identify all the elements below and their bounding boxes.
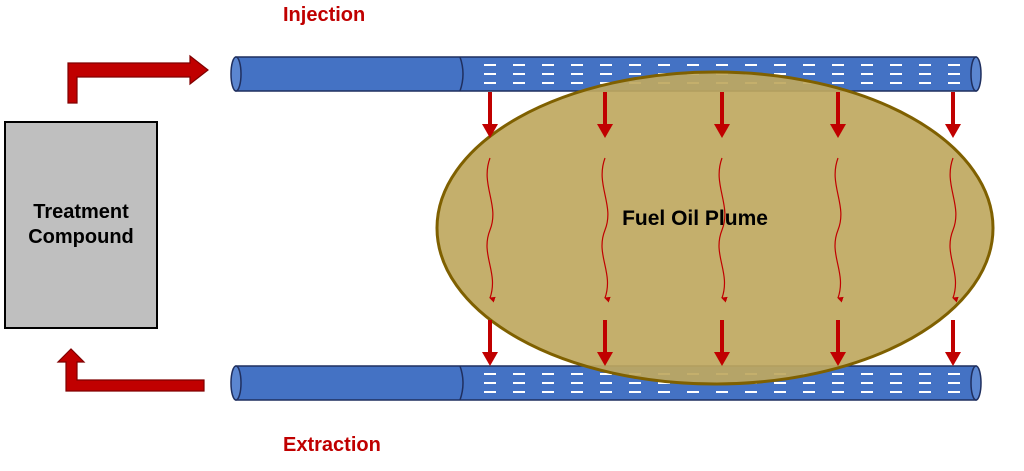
extraction-flow-arrow (56, 348, 205, 392)
injection-arrow-head (597, 124, 613, 138)
fuel-oil-plume (435, 70, 995, 386)
extraction-arrow (597, 320, 613, 366)
treatment-compound-label: Treatment Compound (28, 200, 134, 250)
migration-path (949, 157, 959, 303)
extraction-arrow (830, 320, 846, 366)
injection-arrow-head (945, 124, 961, 138)
extraction-arrow-head (597, 352, 613, 366)
migration-path (834, 157, 844, 303)
extraction-arrow-head (714, 352, 730, 366)
extraction-arrow (714, 320, 730, 366)
extraction-label: Extraction (283, 434, 381, 456)
treatment-label-line1: Treatment (33, 201, 129, 223)
extraction-arrow (945, 320, 961, 366)
extraction-pipe-left-end (230, 365, 242, 401)
extraction-arrow-head (482, 352, 498, 366)
arrows-layer (482, 92, 961, 366)
extraction-arrow (482, 320, 498, 366)
treatment-label-line2: Compound (28, 226, 134, 248)
treatment-compound-box: Treatment Compound (4, 121, 158, 329)
injection-pipe-right-end (970, 56, 982, 92)
extraction-arrow-head (830, 352, 846, 366)
extraction-arrow-head (945, 352, 961, 366)
flow-connectors (56, 54, 209, 392)
pipes-layer (230, 56, 982, 401)
plume-label: Fuel Oil Plume (622, 207, 768, 230)
injection-flow-arrow (67, 54, 209, 104)
injection-arrow (597, 92, 613, 138)
injection-arrow (714, 92, 730, 138)
migration-path (718, 157, 728, 303)
injection-arrow (945, 92, 961, 138)
migration-path (486, 157, 496, 303)
migration-path (601, 157, 611, 303)
injection-label: Injection (283, 4, 366, 26)
injection-arrow (482, 92, 498, 138)
injection-arrow-head (714, 124, 730, 138)
extraction-pipe-screen-joint (459, 365, 464, 401)
injection-pipe-left-end (230, 56, 242, 92)
injection-pipe-screen-joint (459, 56, 464, 92)
injection-arrow-head (482, 124, 498, 138)
extraction-pipe-right-end (970, 365, 982, 401)
injection-arrow-head (830, 124, 846, 138)
injection-arrow (830, 92, 846, 138)
plume-layer (435, 70, 995, 386)
